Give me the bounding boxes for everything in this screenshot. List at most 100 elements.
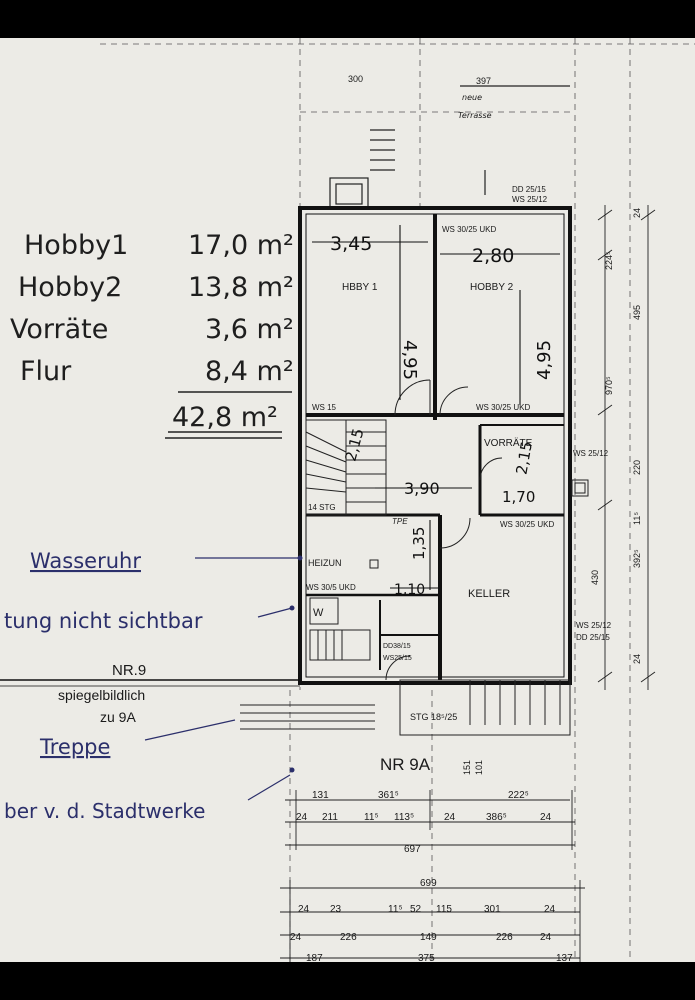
label-vorraete: VORRÄTE xyxy=(484,437,533,449)
bot-r2-3: 113⁵ xyxy=(394,812,414,823)
bot-r3: 697 xyxy=(404,844,421,855)
bot-r6-3: 226 xyxy=(496,932,513,943)
bot-r5-0: 24 xyxy=(298,904,310,915)
bottom-dimension-lines xyxy=(280,790,585,962)
right-dim-1: 24 xyxy=(632,208,642,218)
area-room-hobby2: Hobby2 xyxy=(18,272,122,303)
area-total: 42,8 m² xyxy=(172,402,278,433)
label-w: W xyxy=(313,607,324,619)
area-value-hobby2: 13,8 m² xyxy=(188,272,294,303)
fixtures xyxy=(309,479,589,661)
right-dimension-line xyxy=(597,205,656,690)
bottom-dimensions: 131 361⁵ 222⁵ 24 211 11⁵ 113⁵ 24 386⁵ 24… xyxy=(290,760,573,962)
bot-r5-2: 11⁵ xyxy=(388,904,403,915)
bot-r6-4: 24 xyxy=(540,932,552,943)
right-dim-3: 495 xyxy=(632,305,642,320)
label-ws-25-12: WS 25/12 xyxy=(573,449,609,458)
annotation-treppe: Treppe xyxy=(39,735,110,759)
bot-r5-4: 115 xyxy=(436,904,452,915)
label-nr9a: NR 9A xyxy=(380,755,431,774)
dim-110: 1,10 xyxy=(394,582,425,598)
label-ws-25-12b: WS 25/12 xyxy=(576,621,612,630)
label-keller: KELLER xyxy=(468,588,510,600)
bot-r7-0: 187 xyxy=(306,953,323,962)
label-stg-bottom: STG 18⁵/25 xyxy=(410,712,457,722)
dim-495b: 4,95 xyxy=(534,340,555,380)
handwritten-annotations: Wasseruhr tung nicht sichtbar Treppe ber… xyxy=(4,549,205,823)
label-neue: neue xyxy=(462,93,482,102)
dim-215a: 2,15 xyxy=(341,426,367,463)
dim-280: 2,80 xyxy=(472,245,514,267)
label-dd-small: DD38/15 xyxy=(383,643,411,650)
floor-plan-paper: Hobby1 17,0 m² Hobby2 13,8 m² Vorräte 3,… xyxy=(0,38,695,962)
area-room-vorraete: Vorräte xyxy=(10,314,108,345)
label-ws-hobby2: WS 30/25 UKD xyxy=(442,225,496,234)
area-table-lines xyxy=(165,391,292,439)
terrace-area xyxy=(329,85,570,209)
label-hobby2: HOBBY 2 xyxy=(470,282,514,293)
bot-r1-0: 131 xyxy=(312,790,329,801)
bot-vert-0: 151 xyxy=(462,760,472,775)
bot-r6-0: 24 xyxy=(290,932,302,943)
area-room-flur: Flur xyxy=(20,356,72,387)
bot-r5-1: 23 xyxy=(330,904,342,915)
right-dim-8: 24 xyxy=(632,654,642,664)
label-hobby1: HBBY 1 xyxy=(342,282,378,293)
bot-r1-2: 222⁵ xyxy=(508,790,529,801)
dim-345: 3,45 xyxy=(330,233,372,255)
label-ws-30-25b: WS 30/25 UKD xyxy=(500,520,554,529)
dim-215b: 2,15 xyxy=(512,440,536,476)
bot-r7-1: 375 xyxy=(418,953,435,962)
label-nr9: NR.9 xyxy=(112,662,146,679)
right-dim-5: 220 xyxy=(632,460,642,475)
bot-r5-3: 52 xyxy=(410,904,422,915)
area-table: Hobby1 17,0 m² Hobby2 13,8 m² Vorräte 3,… xyxy=(10,230,294,433)
bot-r5-6: 24 xyxy=(544,904,556,915)
right-dim-2: 224⁵ xyxy=(604,251,614,270)
handwritten-dimensions: 3,45 2,80 4,95 4,95 2,15 3,90 2,15 1,70 … xyxy=(330,233,555,598)
label-ws-heiz: WS 30/5 UKD xyxy=(306,583,356,592)
area-room-hobby1: Hobby1 xyxy=(24,230,128,261)
area-value-hobby1: 17,0 m² xyxy=(188,230,294,261)
bot-r6-2: 149 xyxy=(420,932,437,943)
label-dd-25-15b: DD 25/15 xyxy=(576,633,610,642)
label-397: 397 xyxy=(476,76,491,86)
label-tpe: TPE xyxy=(392,517,408,526)
bot-r2-1: 211 xyxy=(322,812,338,823)
label-spiegel-1: spiegelbildlich xyxy=(58,687,145,703)
label-stg14: 14 STG xyxy=(308,503,336,512)
right-dim-4: 970⁵ xyxy=(604,376,614,395)
bot-r4: 699 xyxy=(420,878,437,889)
label-dd-top: DD 25/15 xyxy=(512,185,546,194)
bot-r2-5: 386⁵ xyxy=(486,812,507,823)
bot-r2-4: 24 xyxy=(444,812,456,823)
dimension-arrows xyxy=(312,225,560,590)
annotation-wasseruhr: Wasseruhr xyxy=(30,549,141,573)
annotation-pointers xyxy=(144,557,300,801)
bot-r7-2: 137 xyxy=(556,953,573,962)
right-dim-7: 392⁵ xyxy=(632,549,642,568)
right-dim-6: 11⁵ xyxy=(632,512,642,525)
bot-vert-1: 101 xyxy=(474,760,484,775)
label-ws15: WS 15 xyxy=(312,403,337,412)
dim-170: 1,70 xyxy=(502,488,535,506)
floor-plan-drawing: Hobby1 17,0 m² Hobby2 13,8 m² Vorräte 3,… xyxy=(0,38,695,962)
dim-135: 1,35 xyxy=(410,527,428,560)
bot-r6-1: 226 xyxy=(340,932,357,943)
plan-labels: NR.9 spiegelbildlich zu 9A NR 9A HBBY 1 … xyxy=(58,74,612,774)
dim-390: 3,90 xyxy=(404,479,440,498)
label-spiegel-2: zu 9A xyxy=(100,709,136,725)
annotation-leitung: tung nicht sichtbar xyxy=(4,609,203,633)
label-terrasse: Terrasse xyxy=(458,111,492,120)
annotation-stadtwerke: ber v. d. Stadtwerke xyxy=(4,799,205,823)
right-dimensions: 24 224⁵ 495 970⁵ 220 11⁵ 392⁵ 24 430 xyxy=(590,208,642,664)
staircase xyxy=(305,419,387,516)
bot-r5-5: 301 xyxy=(484,904,501,915)
label-heizung: HEIZUN xyxy=(308,558,342,568)
area-value-flur: 8,4 m² xyxy=(205,356,294,387)
label-ws-30-25: WS 30/25 UKD xyxy=(476,403,530,412)
dim-495a: 4,95 xyxy=(399,340,420,380)
bot-r2-2: 11⁵ xyxy=(364,812,379,823)
label-ws-top: WS 25/12 xyxy=(512,195,548,204)
